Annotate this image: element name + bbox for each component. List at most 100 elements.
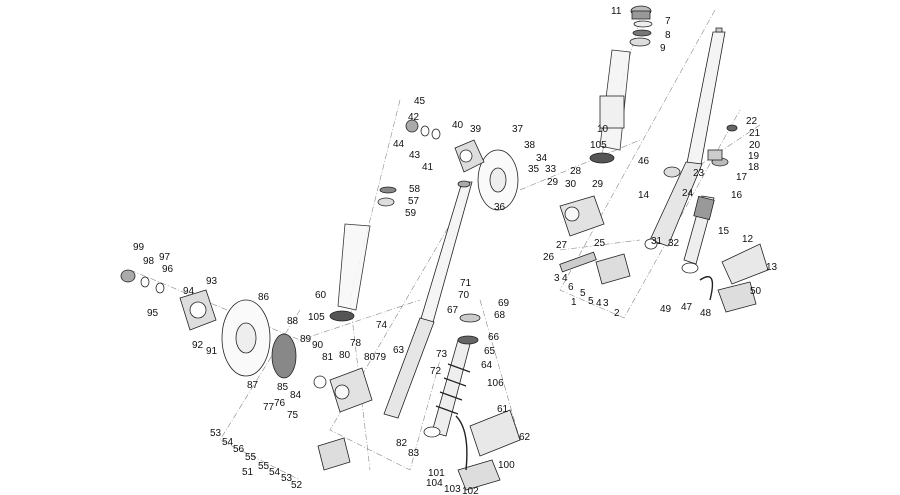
callout-label: 67	[447, 305, 459, 316]
callout-label: 36	[494, 202, 506, 213]
callout-label: 91	[206, 346, 218, 357]
center-hub	[405, 119, 485, 173]
callout-label: 101	[428, 468, 445, 479]
callout-label: 104	[426, 478, 443, 489]
callout-label: 102	[462, 486, 479, 495]
callout-label: 48	[700, 308, 712, 319]
callout-label: 13	[766, 262, 778, 273]
callout-label: 82	[396, 438, 408, 449]
callout-label: 18	[748, 162, 760, 173]
callout-label: 22	[746, 116, 758, 127]
callout-label: 94	[183, 286, 195, 297]
callout-label: 92	[192, 340, 204, 351]
callout-label: 78	[350, 338, 362, 349]
callout-label: 53	[210, 428, 222, 439]
callout-label: 58	[409, 184, 421, 195]
callout-label: 42	[408, 112, 420, 123]
callout-label: 54	[269, 467, 281, 478]
callout-label: 99	[133, 242, 145, 253]
callout-label: 14	[638, 190, 650, 201]
right-bracket	[699, 243, 769, 313]
callout-label: 79	[375, 352, 387, 363]
callout-label: 8	[665, 30, 671, 41]
callout-label: 60	[315, 290, 327, 301]
callout-label: 3	[603, 298, 609, 309]
callout-label: 31	[651, 236, 663, 247]
callout-label: 20	[749, 140, 761, 151]
callout-label: 9	[660, 43, 666, 54]
callout-label: 59	[405, 208, 417, 219]
callout-label: 98	[143, 256, 155, 267]
callout-label: 97	[159, 252, 171, 263]
callout-label: 56	[233, 444, 245, 455]
callout-label: 72	[430, 366, 442, 377]
callout-label: 1	[571, 297, 577, 308]
center-brake-disc	[477, 149, 519, 211]
callout-label: 103	[444, 484, 461, 495]
callout-label: 34	[536, 153, 548, 164]
callout-label: 76	[274, 398, 286, 409]
left-hub	[120, 269, 217, 331]
callout-label: 100	[498, 460, 515, 471]
callout-label: 50	[750, 286, 762, 297]
callout-label: 74	[376, 320, 388, 331]
callout-label: 70	[458, 290, 470, 301]
callout-label: 47	[681, 302, 693, 313]
callout-label: 16	[731, 190, 743, 201]
callout-label: 80	[339, 350, 351, 361]
callout-label: 17	[736, 172, 748, 183]
left-caliper	[313, 310, 373, 471]
callout-label: 23	[693, 168, 705, 179]
callout-label: 65	[484, 346, 496, 357]
callout-label: 63	[393, 345, 405, 356]
callout-label: 5	[588, 296, 594, 307]
callout-label: 33	[545, 164, 557, 175]
callout-label: 64	[481, 360, 493, 371]
callout-label: 73	[436, 349, 448, 360]
callout-label: 105	[590, 140, 607, 151]
callout-label: 29	[547, 177, 559, 188]
callout-label: 32	[668, 238, 680, 249]
callout-label: 7	[665, 16, 671, 27]
right-shock	[681, 124, 738, 274]
callout-label: 68	[494, 310, 506, 321]
center-shock	[423, 313, 481, 438]
callout-label: 52	[291, 480, 303, 491]
callout-label: 81	[322, 352, 334, 363]
callout-label: 66	[488, 332, 500, 343]
callout-label: 55	[245, 452, 257, 463]
callout-label: 69	[498, 298, 510, 309]
right-fork-leg	[644, 27, 726, 250]
callout-label: 26	[543, 252, 555, 263]
callout-label: 37	[512, 124, 524, 135]
callout-label: 24	[682, 188, 694, 199]
callout-label: 96	[162, 264, 174, 275]
callout-label: 61	[497, 404, 509, 415]
callout-label: 85	[277, 382, 289, 393]
callout-label: 51	[242, 467, 254, 478]
callout-label: 89	[300, 334, 312, 345]
callout-label: 62	[519, 432, 531, 443]
callout-label: 40	[452, 120, 464, 131]
callout-label: 44	[393, 139, 405, 150]
callout-label: 5	[580, 288, 586, 299]
center-fork-leg	[337, 180, 473, 419]
callout-label: 87	[247, 380, 259, 391]
right-caliper	[559, 195, 631, 285]
callout-label: 3	[554, 273, 560, 284]
callout-label: 39	[470, 124, 482, 135]
callout-label: 83	[408, 448, 420, 459]
callout-label: 55	[258, 461, 270, 472]
callout-label: 2	[614, 308, 620, 319]
callout-label: 38	[524, 140, 536, 151]
callout-label: 46	[638, 156, 650, 167]
callout-label: 4	[596, 298, 602, 309]
callout-label: 29	[592, 179, 604, 190]
callout-label: 93	[206, 276, 218, 287]
callout-label: 86	[258, 292, 270, 303]
callout-label: 106	[487, 378, 504, 389]
callout-label: 57	[408, 196, 420, 207]
